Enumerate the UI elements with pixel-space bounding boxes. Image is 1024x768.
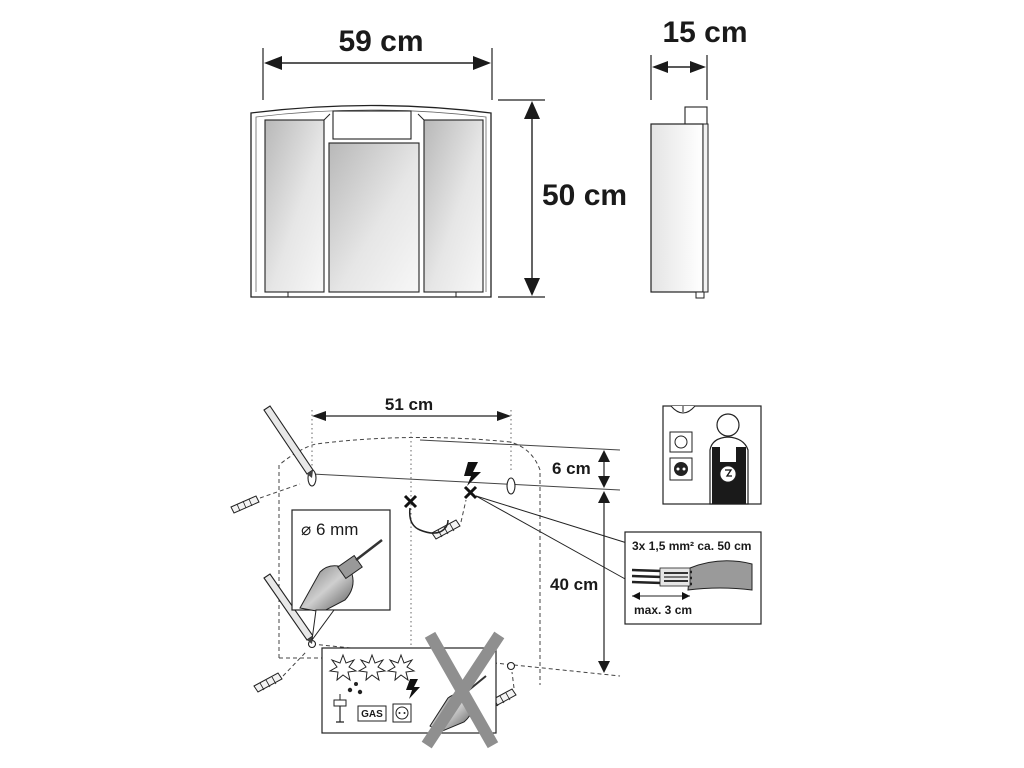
width-dimension: 59 cm bbox=[262, 25, 493, 100]
right-mirror-door bbox=[423, 119, 484, 293]
dimension-arrow-icon bbox=[524, 278, 540, 296]
installation-view: 51 cm 6 cm 40 cm bbox=[230, 395, 762, 749]
socket-icon bbox=[392, 703, 412, 723]
side-light-housing bbox=[684, 106, 708, 126]
cable-entry-marks bbox=[403, 485, 478, 534]
light-housing bbox=[332, 110, 412, 140]
side-view: 15 cm bbox=[650, 16, 748, 299]
dimension-arrow-icon bbox=[598, 491, 610, 503]
center-mirror bbox=[328, 142, 420, 293]
strip-length-label: max. 3 cm bbox=[634, 603, 692, 617]
dimension-arrow-icon bbox=[312, 411, 326, 421]
dimension-arrow-icon bbox=[497, 411, 511, 421]
height-label: 50 cm bbox=[542, 179, 627, 212]
prohibited-icon bbox=[421, 631, 505, 749]
depth-dimension: 15 cm bbox=[650, 16, 748, 100]
gas-icon: GAS bbox=[357, 705, 387, 722]
wall-plug-icon bbox=[253, 651, 307, 693]
dimension-arrow-icon bbox=[473, 56, 491, 70]
socket-icon bbox=[669, 457, 693, 481]
cable-spec-label: 3x 1,5 mm² ca. 50 cm bbox=[632, 539, 751, 553]
dimension-arrow-icon bbox=[598, 476, 610, 488]
tap-icon bbox=[333, 694, 347, 723]
svg-text:GAS: GAS bbox=[361, 709, 383, 720]
hole-spacing-label: 51 cm bbox=[385, 395, 433, 414]
electrician-box bbox=[662, 405, 762, 505]
height-dimension: 50 cm bbox=[498, 99, 627, 298]
dimension-arrow-icon bbox=[524, 101, 540, 119]
lightning-icon bbox=[406, 679, 420, 699]
depth-label: 15 cm bbox=[662, 16, 747, 49]
cable-icon bbox=[631, 560, 753, 591]
top-offset-dimension: 6 cm bbox=[552, 450, 610, 488]
dimension-arrow-icon bbox=[598, 661, 610, 673]
dimension-arrow-icon bbox=[598, 450, 610, 462]
side-cabinet-body bbox=[650, 123, 704, 293]
warnings-box: GAS bbox=[321, 631, 505, 749]
drill-callout: ⌀ 6 mm bbox=[291, 509, 391, 641]
width-label: 59 cm bbox=[338, 25, 423, 58]
top-offset-label: 6 cm bbox=[552, 459, 591, 478]
electrician-icon bbox=[709, 413, 749, 505]
dimension-arrow-icon bbox=[264, 56, 282, 70]
cable-callout: 3x 1,5 mm² ca. 50 cm max. 3 cm bbox=[624, 531, 762, 625]
switch-icon bbox=[669, 431, 693, 453]
pencil-icon bbox=[263, 405, 314, 478]
dimension-arrow-icon bbox=[652, 61, 668, 73]
dimension-arrow-icon bbox=[690, 61, 706, 73]
vertical-spacing-dimension: 40 cm bbox=[550, 491, 610, 673]
wall-plug-icon bbox=[230, 483, 301, 514]
drill-icon bbox=[299, 539, 383, 613]
drill-diameter-label: ⌀ 6 mm bbox=[301, 520, 358, 539]
front-view: 59 cm 50 cm bbox=[250, 25, 627, 298]
water-drops-icon bbox=[347, 682, 363, 695]
left-mirror-door bbox=[264, 119, 325, 293]
hole-spacing-dimension: 51 cm bbox=[311, 395, 512, 470]
vertical-spacing-label: 40 cm bbox=[550, 575, 598, 594]
lightning-icon bbox=[464, 462, 481, 486]
sun-icon bbox=[670, 405, 696, 414]
strip-length-dimension bbox=[632, 592, 690, 600]
burst-icon bbox=[328, 653, 416, 682]
